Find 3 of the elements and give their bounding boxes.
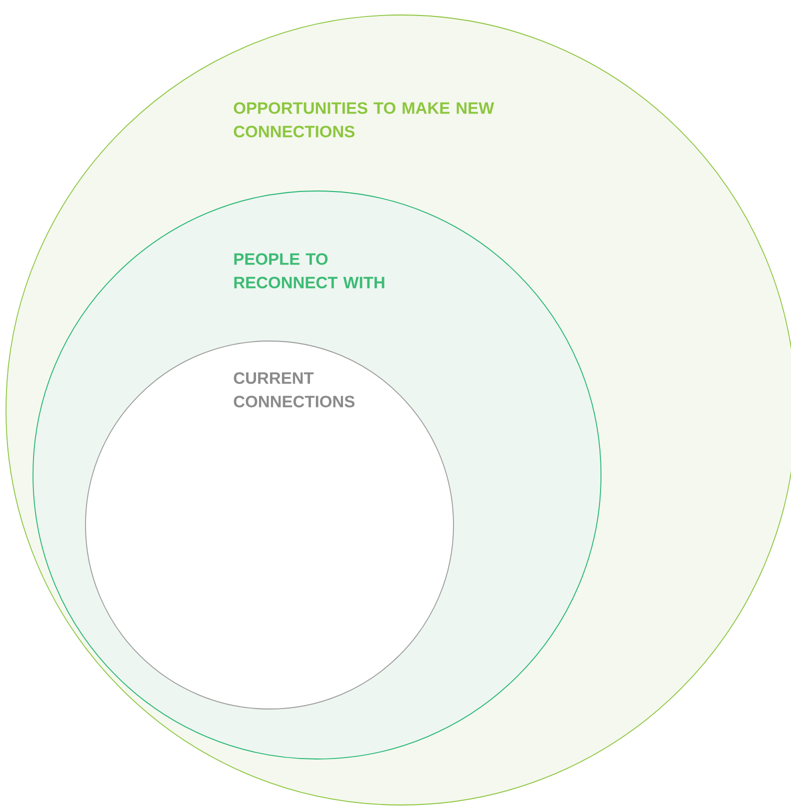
region-label: OPPORTUNITIES TO MAKE NEW CONNECTIONS (234, 102, 494, 138)
region-label: PEOPLE TO RECONNECT WITH (234, 253, 384, 288)
region-label: CURRENT CONNECTIONS (234, 372, 354, 408)
